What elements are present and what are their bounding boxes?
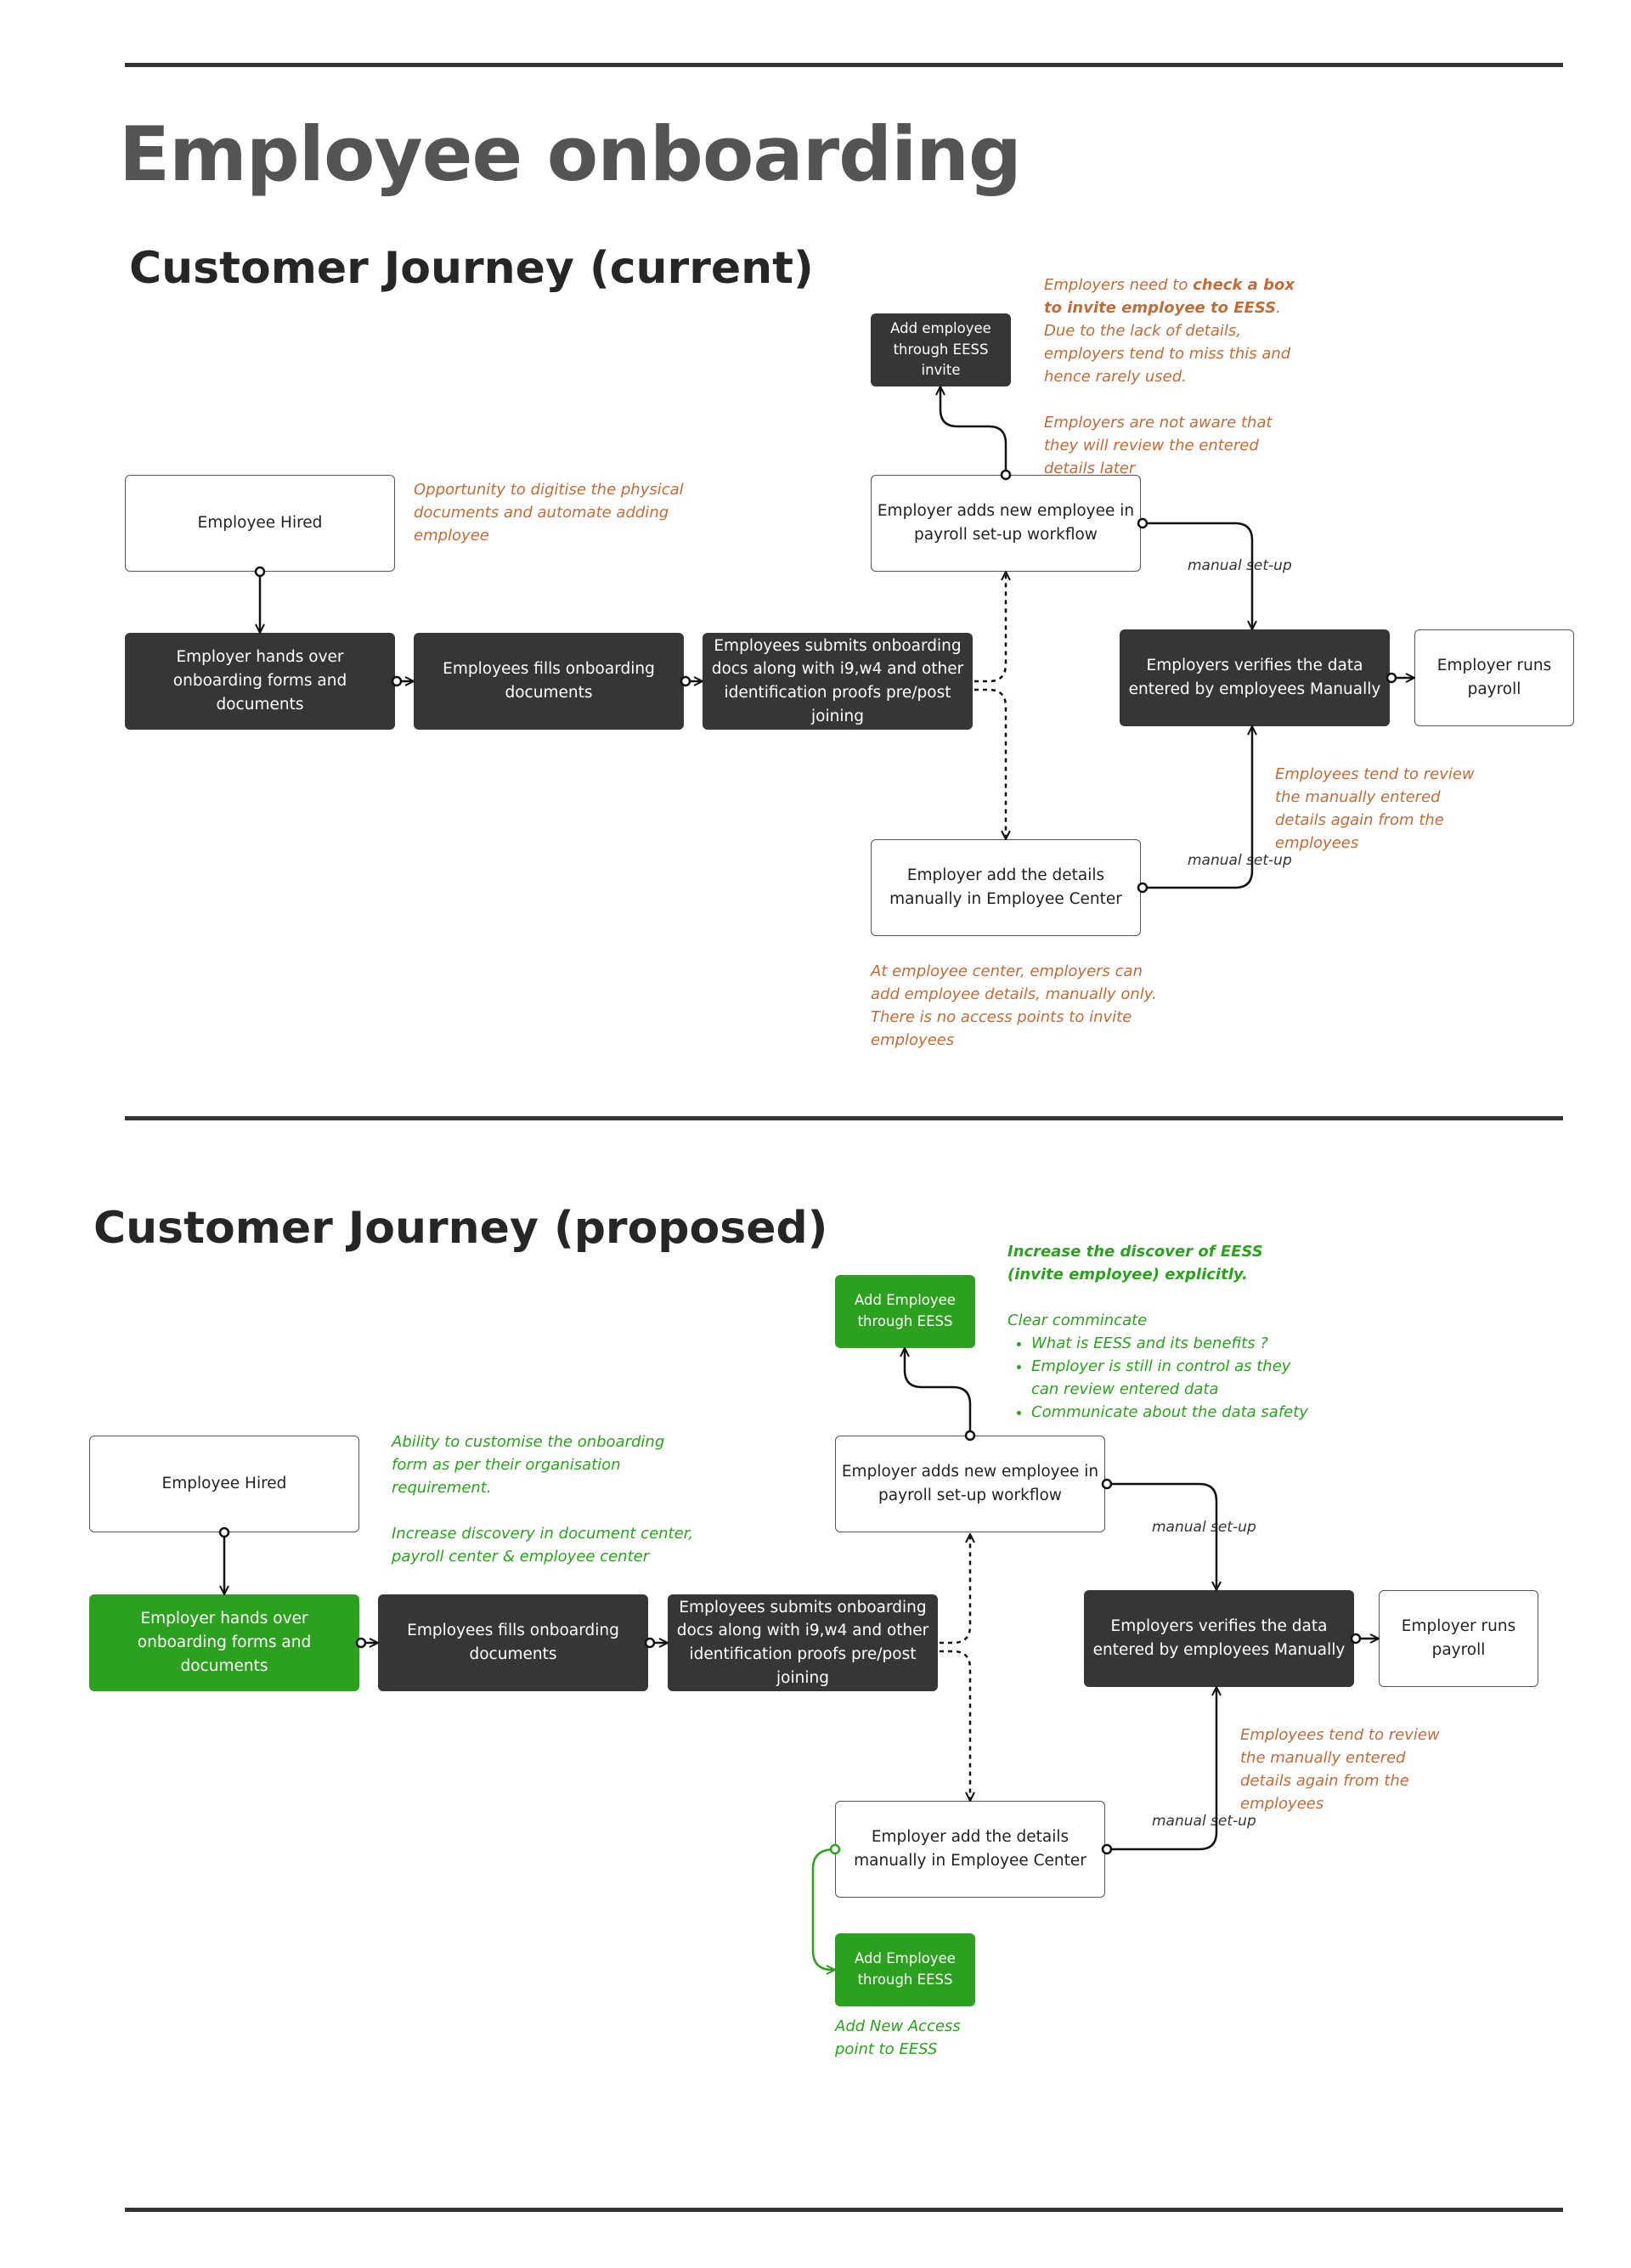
proposed-node-adds-in-payroll[interactable]: Employer adds new employee in payroll se…: [835, 1436, 1105, 1532]
current-node-fills-docs[interactable]: Employees fills onboarding documents: [414, 633, 684, 730]
current-dot: [1000, 469, 1012, 481]
proposed-note-eess-heading-text: Increase the discover of EESS (invite em…: [1007, 1243, 1263, 1284]
proposed-dot: [218, 1526, 230, 1538]
proposed-note-customise-text: Ability to customise the onboarding form…: [392, 1433, 665, 1497]
proposed-note-eess: Increase the discover of EESS (invite em…: [1007, 1240, 1313, 1424]
current-note-eess-text: Employers need to check a box to invite …: [1044, 274, 1307, 388]
current-edge-submits-to-payroll: [974, 572, 1006, 683]
proposed-node-runs-payroll[interactable]: Employer runs payroll: [1379, 1590, 1538, 1687]
proposed-dot: [1101, 1478, 1113, 1490]
proposed-note-review-text: Employees tend to review the manually en…: [1240, 1726, 1440, 1813]
current-note-review-text: Employees tend to review the manually en…: [1275, 765, 1475, 852]
current-dot: [1386, 672, 1397, 684]
proposed-note-eess-heading: Increase the discover of EESS (invite em…: [1007, 1240, 1313, 1286]
current-note-eess-bold: check a box to invite employee to EESS: [1044, 276, 1295, 317]
proposed-node-verifies[interactable]: Employers verifies the data entered by e…: [1084, 1590, 1354, 1687]
current-dot: [254, 566, 266, 578]
proposed-edge-payroll-to-eess: [905, 1348, 972, 1436]
bottom-divider: [125, 2208, 1563, 2212]
proposed-edge-label-top: manual set-up: [1152, 1519, 1256, 1536]
proposed-node-submits-docs[interactable]: Employees submits onboarding docs along …: [668, 1594, 938, 1691]
proposed-edge-manual-to-eess: [811, 1848, 835, 1970]
proposed-note-bullet: What is EESS and its benefits ?: [1031, 1332, 1313, 1355]
current-edge-payroll-to-verify: [1143, 522, 1252, 629]
current-node-runs-payroll[interactable]: Employer runs payroll: [1414, 629, 1574, 726]
current-note-center-text: At employee center, employers can add em…: [871, 962, 1157, 1049]
proposed-edge-submits-to-manual: [940, 1650, 970, 1801]
proposed-note-bullet: Employer is still in control as they can…: [1031, 1355, 1313, 1401]
proposed-dot: [964, 1430, 976, 1441]
current-dot: [391, 675, 403, 687]
proposed-note-new-access: Add New Access point to EESS: [835, 2015, 979, 2061]
proposed-edge-label-bottom: manual set-up: [1152, 1813, 1256, 1830]
current-node-add-via-eess[interactable]: Add employee through EESS invite: [871, 313, 1011, 386]
proposed-note-review: Employees tend to review the manually en…: [1240, 1724, 1461, 1815]
current-edge-manual-to-verify: [1143, 726, 1252, 889]
current-node-add-manually[interactable]: Employer add the details manually in Emp…: [871, 839, 1141, 936]
current-connector-dots: [254, 469, 1397, 894]
proposed-note-bullet: Communicate about the data safety: [1031, 1401, 1313, 1424]
top-divider: [125, 63, 1563, 67]
current-edge-label-bottom: manual set-up: [1188, 852, 1292, 869]
current-node-employee-hired[interactable]: Employee Hired: [125, 475, 395, 572]
proposed-dot-green: [829, 1843, 841, 1855]
current-node-hands-over[interactable]: Employer hands over onboarding forms and…: [125, 633, 395, 730]
proposed-edge-submits-to-payroll: [940, 1534, 970, 1645]
proposed-edge-manual-to-verify: [1107, 1687, 1216, 1851]
proposed-connector-dots: [218, 1430, 1362, 1855]
current-note-eess-suffix: . Due to the lack of details, employers …: [1044, 299, 1291, 386]
proposed-node-add-via-eess[interactable]: Add Employee through EESS: [835, 1275, 975, 1348]
current-note-unaware-text: Employers are not aware that they will r…: [1044, 414, 1273, 477]
proposed-dot: [1350, 1633, 1362, 1645]
proposed-connectors: [224, 1348, 1379, 1851]
section-title-proposed: Customer Journey (proposed): [93, 1203, 828, 1254]
proposed-dot: [644, 1637, 656, 1649]
proposed-node-hands-over[interactable]: Employer hands over onboarding forms and…: [89, 1594, 359, 1691]
current-note-eess-prefix: Employers need to: [1044, 276, 1194, 294]
proposed-note-customise: Ability to customise the onboarding form…: [392, 1430, 697, 1568]
current-note-review: Employees tend to review the manually en…: [1275, 763, 1496, 855]
current-node-adds-in-payroll[interactable]: Employer adds new employee in payroll se…: [871, 475, 1141, 572]
proposed-note-discovery-text: Increase discovery in document center, p…: [392, 1525, 694, 1566]
section-title-current: Customer Journey (current): [129, 243, 814, 294]
current-note-center: At employee center, employers can add em…: [871, 960, 1168, 1052]
proposed-note-bullets: What is EESS and its benefits ? Employer…: [1007, 1332, 1313, 1424]
proposed-node-add-via-eess-center[interactable]: Add Employee through EESS: [835, 1933, 975, 2006]
current-node-submits-docs[interactable]: Employees submits onboarding docs along …: [703, 633, 973, 730]
current-edge-payroll-to-eess: [940, 386, 1007, 475]
proposed-edge-payroll-to-verify: [1107, 1482, 1216, 1590]
current-edge-label-top: manual set-up: [1188, 557, 1292, 574]
middle-divider: [125, 1116, 1563, 1120]
proposed-dot: [1101, 1843, 1113, 1855]
proposed-dot: [355, 1637, 367, 1649]
current-dot: [680, 675, 691, 687]
proposed-note-communicate: Clear commincate: [1007, 1312, 1148, 1329]
proposed-node-employee-hired[interactable]: Employee Hired: [89, 1436, 359, 1532]
current-dot: [1137, 517, 1148, 529]
proposed-note-new-access-text: Add New Access point to EESS: [835, 2017, 961, 2058]
proposed-node-fills-docs[interactable]: Employees fills onboarding documents: [378, 1594, 648, 1691]
page-title: Employee onboarding: [119, 110, 1022, 198]
current-note-digitise: Opportunity to digitise the physical doc…: [414, 478, 686, 547]
current-node-verifies[interactable]: Employers verifies the data entered by e…: [1120, 629, 1390, 726]
current-connectors: [260, 386, 1414, 889]
current-edge-submits-to-manual: [974, 688, 1006, 839]
current-note-digitise-text: Opportunity to digitise the physical doc…: [414, 481, 684, 544]
current-dot: [1137, 882, 1148, 894]
current-note-eess: Employers need to check a box to invite …: [1044, 274, 1307, 480]
